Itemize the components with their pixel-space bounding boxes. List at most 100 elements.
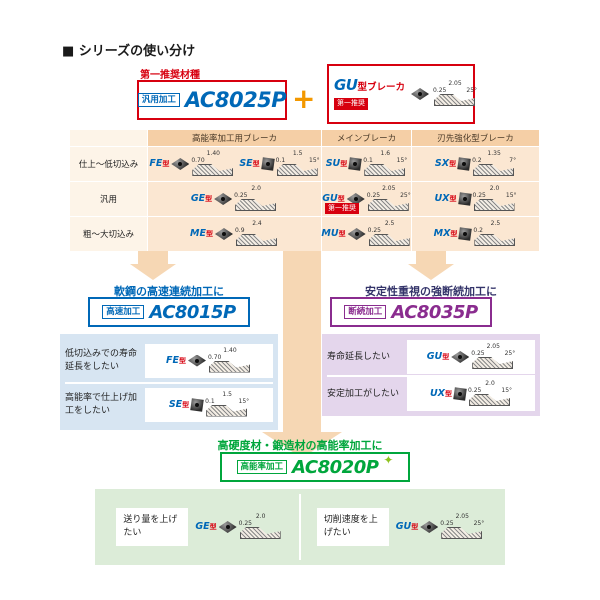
breaker-label: GU型 [395,521,419,533]
insert-photo-icon [347,228,366,240]
first-recommend-label: 第一推奨材種 [140,70,200,81]
down-arrow-left-icon [130,264,176,280]
table-corner-cell [70,130,148,146]
flow-stem-right [416,251,446,265]
cross-section-icon [472,357,514,369]
breaker-label: FE型 [166,354,186,366]
breaker-label: UX型 [429,388,453,400]
cross-section-icon [469,394,511,406]
breaker-label: MU型 [321,228,346,240]
cross-section-icon [367,199,409,211]
need-text: 送り量を上げたい [116,508,189,546]
insert-photo-icon [346,193,365,205]
insert-photo-icon [420,521,439,533]
grade-name: AC8015P [149,301,236,323]
grade-box-ac8025p: 汎用加工 AC8025P [137,80,287,120]
insert-photo-icon [451,351,470,363]
breaker-label: SU型 [325,158,348,170]
col-header-main: メインブレーカ [322,130,412,146]
right-panel-heading: 安定性重視の強断続加工に [365,285,497,298]
grade-box-ac8035p: 断続加工 AC8035P [330,297,492,327]
need-text: 安定加工がしたい [327,388,400,399]
grade-tag: 高能率加工 [236,459,288,475]
flow-channel-center [283,251,321,432]
insert-photo-icon [453,387,467,401]
col-header-high-efficiency: 高能率加工用ブレーカ [148,130,322,146]
down-arrow-right-icon [408,264,454,280]
gu-box-right: 2.05 0.25 25° [410,81,477,107]
cross-section-icon [192,164,234,176]
grade-name: AC8025P [184,88,287,112]
page-title: ■ シリーズの使い分け [62,44,196,59]
grade-tag: 汎用加工 [137,92,180,108]
cross-section-icon [239,527,281,539]
grade-box-ac8020p: 高能率加工 AC8020P ✦ [220,452,410,482]
breaker-label: FE型 [149,158,170,170]
need-text: 低切込みでの寿命延長をしたい [65,349,138,372]
breaker-label: SX型 [434,158,457,170]
breaker-box-gu: GU型ブレーカ 第一推奨 2.05 0.25 25° [327,64,477,124]
breaker-label: GU型 [426,351,450,363]
cross-section-icon [364,164,406,176]
cross-section-icon [368,234,410,246]
breaker-label: SE型 [239,158,260,170]
insert-photo-icon [214,193,233,205]
cross-section-icon [206,404,248,417]
cross-section-icon [473,164,515,176]
breaker-label: SE型 [168,398,190,410]
insert-photo-icon [348,157,363,171]
breaker-label: UX型 [434,193,457,205]
sparkle-icon: ✦ [383,453,394,467]
insert-photo-icon [187,354,206,367]
row-label-roughing: 粗〜大切込み [70,216,148,251]
breaker-selection-table: 高能率加工用ブレーカ メインブレーカ 刃先強化型ブレーカ 仕上〜低切込み FE型… [70,130,540,251]
grade-tag: 高速加工 [102,304,145,320]
breaker-label: GE型 [190,193,213,205]
first-recommend-badge: 第一推奨 [325,202,359,214]
breaker-profile-diagram: 2.05 0.25 25° [433,81,477,107]
gu-box-left: GU型ブレーカ 第一推奨 [334,78,405,110]
breaker-label: MX型 [433,228,458,240]
cross-section-icon [276,164,318,176]
insert-photo-icon [218,521,237,533]
row-label-finishing: 仕上〜低切込み [70,146,148,181]
